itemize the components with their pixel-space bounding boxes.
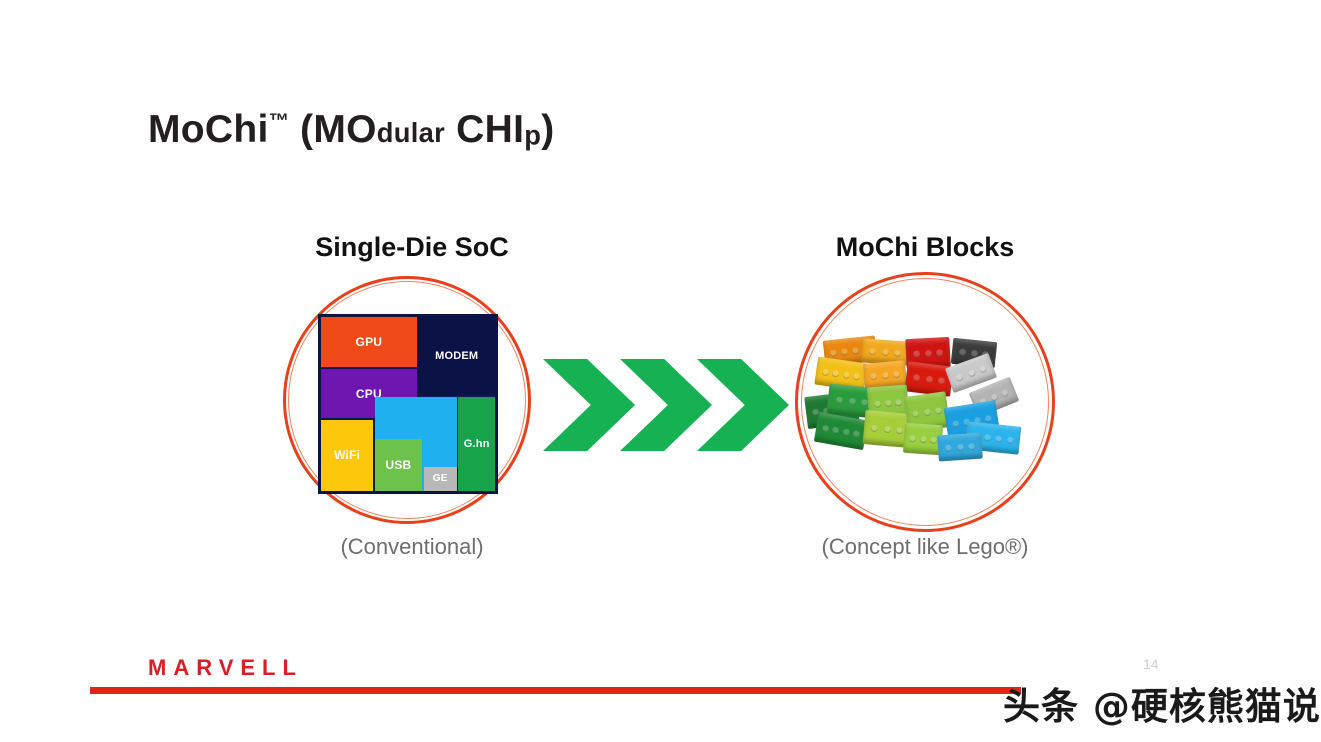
- lego-stud: [821, 424, 830, 433]
- title-part-dular: dular: [376, 117, 446, 149]
- lego-stud: [873, 400, 882, 408]
- title-part-mochi: MoChi: [148, 108, 269, 152]
- right-panel-heading: MoChi Blocks: [835, 232, 1015, 262]
- lego-brick-pile: [804, 335, 1048, 478]
- lego-stud: [956, 443, 964, 451]
- die-block-modem: MODEM: [418, 317, 495, 396]
- left-red-ring: [283, 276, 531, 524]
- lego-stud: [831, 369, 840, 378]
- lego-stud: [909, 434, 917, 443]
- lego-studs: [904, 361, 953, 396]
- transition-arrows: [543, 359, 789, 451]
- lego-brick: [937, 432, 983, 462]
- trademark-symbol: ™: [268, 110, 289, 133]
- lego-stud: [967, 442, 976, 450]
- lego-brick: [813, 411, 869, 451]
- right-red-ring-inner: [801, 278, 1049, 526]
- lego-stud: [870, 372, 878, 380]
- die-block-ge: GE: [423, 466, 457, 491]
- lego-stud: [831, 426, 840, 435]
- lego-stud: [966, 368, 976, 378]
- lego-stud: [911, 409, 920, 418]
- right-red-ring: [795, 272, 1055, 532]
- lego-stud: [944, 444, 953, 452]
- lego-stud: [852, 372, 861, 381]
- left-red-ring-inner: [288, 281, 526, 519]
- lego-stud: [848, 397, 856, 405]
- lego-brick: [904, 361, 954, 397]
- lego-stud: [937, 376, 946, 385]
- lego-stud: [936, 348, 944, 357]
- lego-stud: [951, 419, 960, 428]
- title-part-p: p: [524, 119, 542, 151]
- lego-stud: [871, 424, 879, 432]
- left-panel-heading: Single-Die SoC: [315, 232, 509, 262]
- lego-stud: [1006, 435, 1014, 444]
- marvell-logo: MARVELL: [148, 655, 303, 680]
- lego-stud: [1000, 388, 1010, 398]
- lego-stud: [881, 348, 889, 356]
- title-part-chi: CHI: [445, 108, 525, 152]
- lego-studs: [937, 432, 983, 461]
- lego-stud: [978, 364, 987, 374]
- page-title: MoChi™ (MOdular CHIp): [148, 108, 555, 152]
- lego-stud: [919, 435, 927, 443]
- title-part-open: (MO: [288, 108, 377, 152]
- lego-stud: [852, 429, 861, 438]
- lego-stud: [895, 426, 903, 434]
- lego-stud: [842, 370, 851, 379]
- lego-stud: [925, 375, 933, 383]
- lego-studs: [814, 412, 868, 450]
- title-part-close: ): [541, 108, 555, 152]
- lego-stud: [840, 347, 849, 356]
- lego-stud: [929, 435, 937, 444]
- right-panel-caption: (Concept like Lego®): [821, 534, 1029, 559]
- die-block-usb: USB: [374, 438, 422, 491]
- page-number: 14: [1143, 656, 1159, 672]
- lego-stud: [869, 347, 877, 355]
- die-block-gpu: GPU: [321, 317, 417, 368]
- footer-divider: [90, 687, 1021, 694]
- left-panel-caption: (Conventional): [340, 534, 484, 559]
- lego-stud: [842, 427, 851, 436]
- lego-stud: [924, 349, 932, 357]
- lego-stud: [923, 408, 931, 416]
- lego-stud: [934, 406, 943, 415]
- die-block-wifi: WiFi: [321, 419, 374, 491]
- lego-stud: [912, 373, 921, 382]
- lego-stud: [955, 372, 964, 382]
- lego-stud: [912, 349, 920, 358]
- lego-stud: [983, 433, 992, 442]
- lego-stud: [970, 349, 978, 357]
- lego-stud: [984, 414, 993, 423]
- lego-stud: [881, 371, 889, 379]
- lego-stud: [958, 347, 967, 356]
- lego-stud: [892, 370, 900, 378]
- lego-stud: [835, 395, 844, 404]
- lego-stud: [994, 434, 1003, 443]
- lego-stud: [894, 398, 903, 406]
- lego-stud: [883, 425, 891, 433]
- lego-stud: [893, 349, 901, 357]
- die-block-g-hn: G.hn: [458, 397, 495, 491]
- lego-stud: [884, 399, 892, 407]
- lego-stud: [851, 346, 860, 355]
- chevron-right-icon: [543, 359, 635, 451]
- lego-stud: [821, 367, 830, 376]
- watermark-text: 头条 @硬核熊猫说: [1003, 685, 1321, 728]
- lego-stud: [829, 348, 838, 357]
